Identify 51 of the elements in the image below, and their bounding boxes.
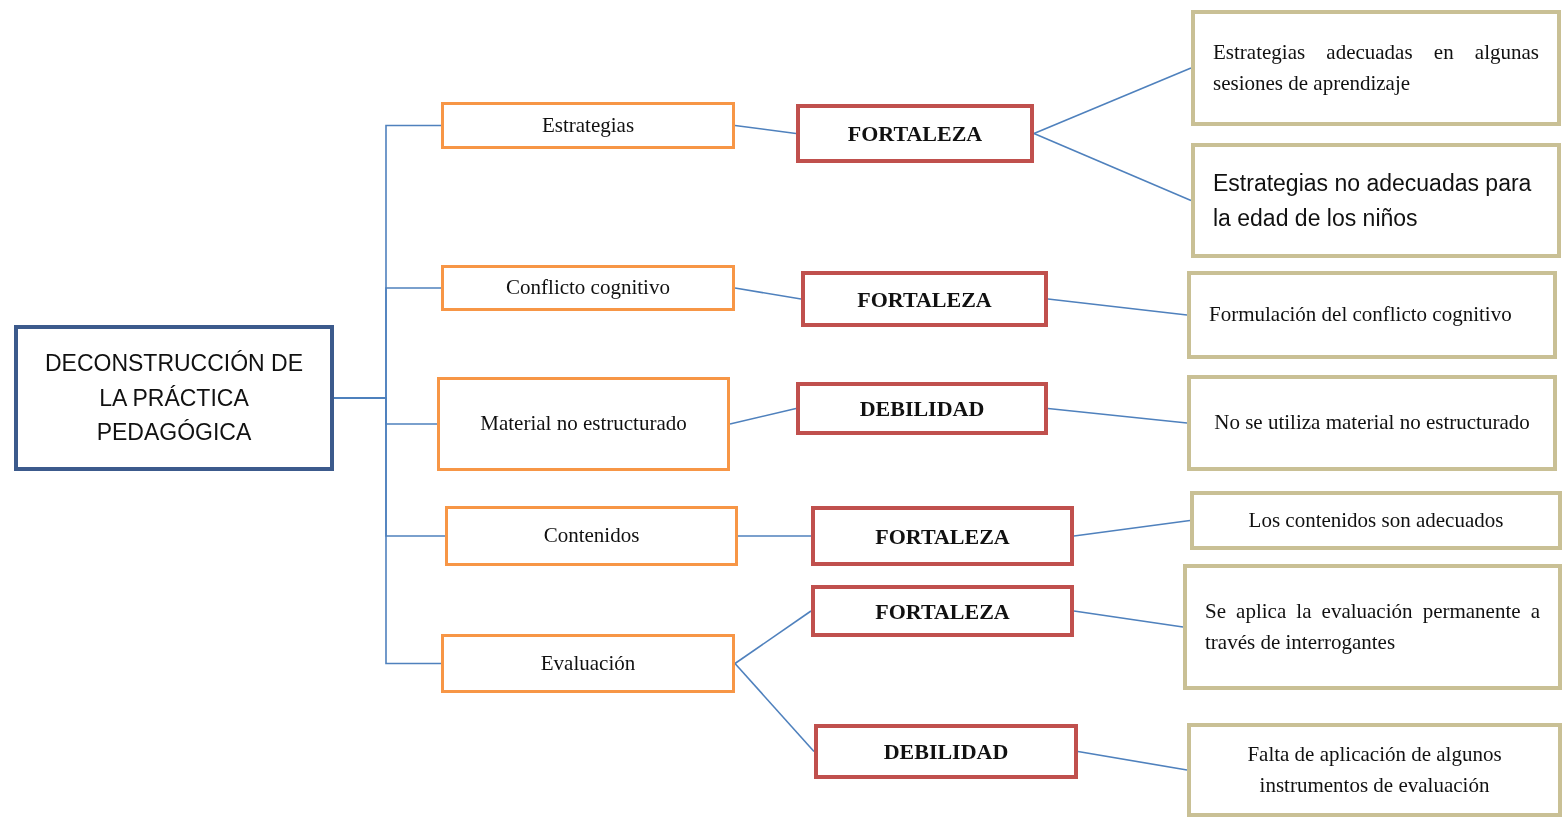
category-box [441,102,735,149]
node-text: DEBILIDAD [858,395,986,423]
node-text: DEBILIDAD [882,738,1010,766]
description-box [1191,143,1561,258]
root-box [14,325,334,471]
node-text: Estrategias adecuadas en algunas sesiones de aprendizaje [1213,38,1539,97]
category-box [441,265,735,311]
verdict-box [796,104,1034,163]
node-text: Conflicto cognitivo [505,274,671,302]
node-text: Estrategias no adecuadas para la edad de los niños [1213,169,1533,233]
connector-line [734,124,797,135]
description-box [1191,10,1561,126]
verdict-box [811,506,1074,566]
node-text: FORTALEZA [874,597,1011,626]
node-text: Se aplica la evaluación permanente a través de interrogantes [1205,597,1540,656]
node-text: Estrategias [540,111,636,139]
description-box [1187,375,1557,471]
connector-line [729,407,797,425]
connector-line [1077,750,1188,771]
category-box [445,506,738,566]
verdict-box [814,724,1078,779]
connector-line [1073,610,1184,628]
connector-line [1033,132,1192,202]
node-text: Los contenidos son adecuados [1247,506,1505,534]
node-text: Falta de aplicación de algunos instrumentos de evaluación [1246,740,1503,799]
connector-line [737,535,812,537]
verdict-box [801,271,1048,327]
category-box [441,634,735,693]
verdict-box [811,585,1074,637]
node-text: Formulación del conflicto cognitivo [1209,301,1513,329]
connector-line [1033,67,1192,135]
description-box [1187,723,1562,817]
connector-line [1047,298,1188,316]
node-text: FORTALEZA [874,522,1011,551]
node-text: FORTALEZA [856,285,993,314]
node-text: No se utiliza material no estructurado [1213,409,1531,437]
verdict-box [796,382,1048,435]
connector-line [1047,407,1188,424]
description-box [1187,271,1557,359]
node-text: DECONSTRUCCIÓN DE LA PRÁCTICA PEDAGÓGICA [43,349,305,448]
description-box [1183,564,1562,690]
node-text: FORTALEZA [846,120,984,148]
node-text: Evaluación [539,649,637,677]
connector-line [734,662,815,753]
connector-line [734,287,802,300]
category-box [437,377,730,471]
node-text: Material no estructurado [479,410,688,438]
node-text: Contenidos [542,522,641,550]
connector-line [1073,519,1191,537]
description-box [1190,491,1562,550]
connector-line [734,610,812,665]
